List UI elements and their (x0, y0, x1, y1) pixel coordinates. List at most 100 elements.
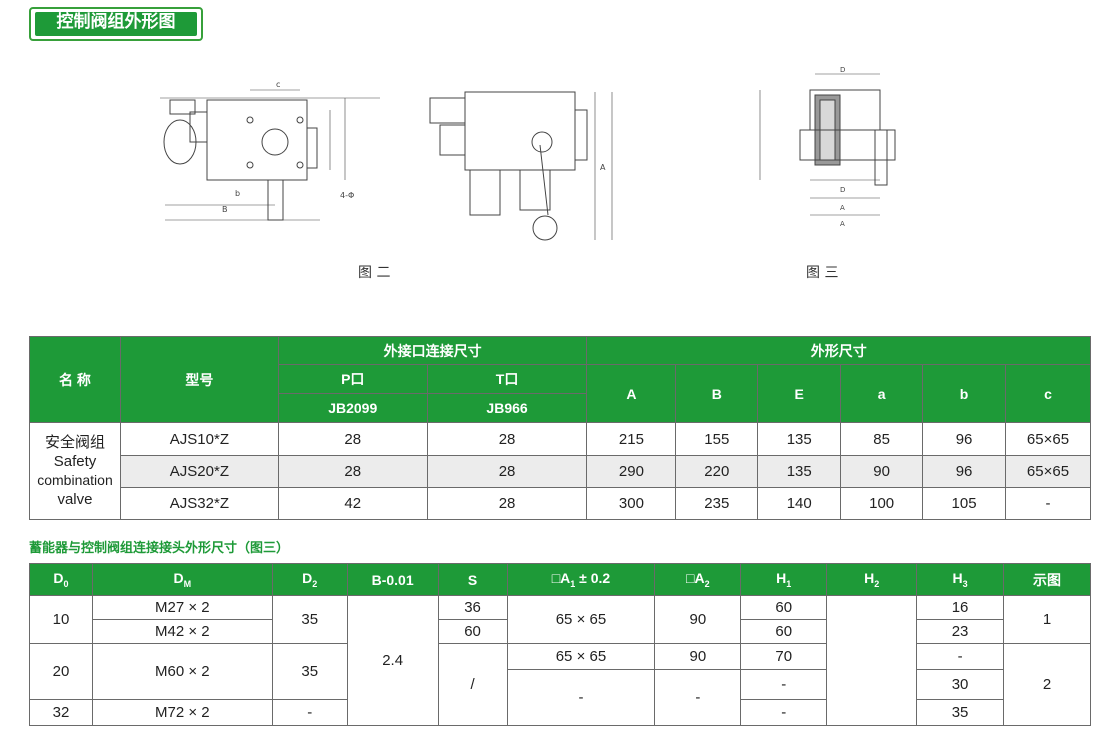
header-t-std: JB966 (426, 393, 588, 423)
header-outline: 外形尺寸 (586, 336, 1091, 365)
header-DM: DM (91, 563, 273, 596)
header-S: S (437, 563, 508, 596)
cell-a1: 65 × 65 (506, 595, 656, 644)
cell-c: - (1004, 487, 1092, 520)
header-name: 名 称 (29, 336, 121, 423)
drawing-fig2-front-view: c b B 4-Φ (160, 80, 380, 221)
cell-d0: 32 (29, 699, 93, 726)
product-name-cn: 安全阀组 (44, 434, 105, 451)
figure-2-label: 图 二 (358, 265, 391, 281)
cell-a1: 65 × 65 (506, 643, 656, 670)
header-A: A (586, 364, 677, 423)
header-p-std: JB2099 (277, 393, 428, 423)
header-H1: H1 (740, 563, 828, 596)
table-row: - - - 30 (30, 669, 1091, 726)
cell-t: 28 (426, 487, 588, 520)
cell-c: 65×65 (1004, 422, 1092, 456)
cell-h3: - (916, 643, 1005, 670)
cell-B: 235 (675, 487, 759, 520)
figure-3-label: 图 三 (806, 265, 839, 281)
header-E: E (757, 364, 842, 423)
cell-h1: 70 (740, 643, 828, 670)
cell-a2: 90 (654, 643, 742, 670)
cell-h3: 23 (916, 619, 1005, 644)
header-A1: □A1 ± 0.2 (506, 563, 656, 596)
svg-text:A: A (600, 163, 606, 172)
connector-dimension-table: D0 DM D2 B-0.01 S □A1 ± 0.2 □A2 H1 H2 H3… (29, 563, 1091, 726)
cell-h1: - (740, 669, 828, 700)
cell-a: 85 (840, 422, 924, 456)
cell-A: 300 (586, 487, 677, 520)
cell-h1: - (740, 699, 828, 726)
table-row: 20 M60 × 2 35 / 65 × 65 90 70 - 2 (29, 643, 1091, 726)
header-H2: H2 (826, 563, 918, 596)
svg-text:A: A (840, 220, 845, 228)
cell-t: 28 (426, 455, 588, 488)
cell-B: 220 (675, 455, 759, 488)
header-t-port: T口 (426, 364, 588, 394)
header-H3: H3 (916, 563, 1005, 596)
cell-dm: M60 × 2 (91, 643, 273, 700)
product-name-en-2: combination (37, 472, 113, 488)
cell-A: 290 (586, 455, 677, 488)
cell-b: 96 (922, 455, 1006, 488)
header-B: B (675, 364, 759, 423)
cell-d0: 10 (29, 595, 93, 644)
cell-b: 105 (922, 487, 1006, 520)
header-a: a (840, 364, 924, 423)
cell-fig: 1 (1003, 595, 1091, 644)
cell-s: 60 (437, 619, 508, 644)
header-D2: D2 (271, 563, 348, 596)
header-b: b (922, 364, 1006, 423)
cell-E: 135 (757, 422, 842, 456)
cell-dm: M42 × 2 (91, 619, 273, 644)
table-row: AJS20*Z 28 28 290 220 135 90 96 65×65 (30, 455, 1092, 488)
product-name-cell: 安全阀组 Safety combination valve (29, 422, 121, 520)
cell-fig: 2 (1003, 643, 1091, 726)
cell-dm: M27 × 2 (91, 595, 273, 620)
cell-model: AJS10*Z (119, 422, 279, 456)
header-A2: □A2 (654, 563, 742, 596)
svg-text:c: c (276, 80, 280, 89)
cell-d2: 35 (271, 643, 348, 700)
cell-p: 28 (277, 455, 428, 488)
svg-text:4-Φ: 4-Φ (340, 191, 354, 200)
header-ext-ports: 外接口连接尺寸 (277, 336, 588, 365)
section-title-connector-dimensions: 蓄能器与控制阀组连接接头外形尺寸（图三） (29, 541, 290, 556)
header-fig: 示图 (1003, 563, 1091, 596)
cell-b: 96 (922, 422, 1006, 456)
cell-a: 90 (840, 455, 924, 488)
cell-a2: 90 (654, 595, 742, 644)
outline-drawings: c b B 4-Φ A D D A A (160, 66, 896, 241)
product-name-en-1: Safety (53, 453, 97, 470)
cell-h1: 60 (740, 619, 828, 644)
cell-model: AJS20*Z (119, 455, 279, 488)
safety-valve-dimension-table: 名 称 型号 外接口连接尺寸 外形尺寸 P口 T口 A B E a b c JB… (29, 336, 1092, 520)
cell-a1: - (506, 669, 656, 726)
cell-h3: 16 (916, 595, 1005, 620)
svg-text:D: D (840, 66, 845, 74)
cell-E: 140 (757, 487, 842, 520)
cell-p: 28 (277, 422, 428, 456)
svg-text:b: b (235, 189, 240, 198)
header-B: B-0.01 (346, 563, 439, 596)
cell-B: 155 (675, 422, 759, 456)
cell-model: AJS32*Z (119, 487, 279, 520)
header-c: c (1004, 364, 1092, 423)
cell-a: 100 (840, 487, 924, 520)
svg-text:A: A (840, 204, 845, 212)
cell-c: 65×65 (1004, 455, 1092, 488)
svg-text:B: B (222, 205, 228, 214)
drawing-fig3-connector: D D A A (759, 66, 896, 228)
cell-A: 215 (586, 422, 677, 456)
page-title-badge: 控制阀组外形图 (29, 7, 203, 41)
cell-E: 135 (757, 455, 842, 488)
svg-text:D: D (840, 186, 845, 194)
cell-h1: 60 (740, 595, 828, 620)
cell-d0: 20 (29, 643, 93, 700)
cell-b: 2.4 (346, 595, 439, 726)
cell-p: 42 (277, 487, 428, 520)
page-title: 控制阀组外形图 (35, 12, 197, 36)
cell-a2: - (654, 669, 742, 726)
cell-d2: 35 (271, 595, 348, 644)
